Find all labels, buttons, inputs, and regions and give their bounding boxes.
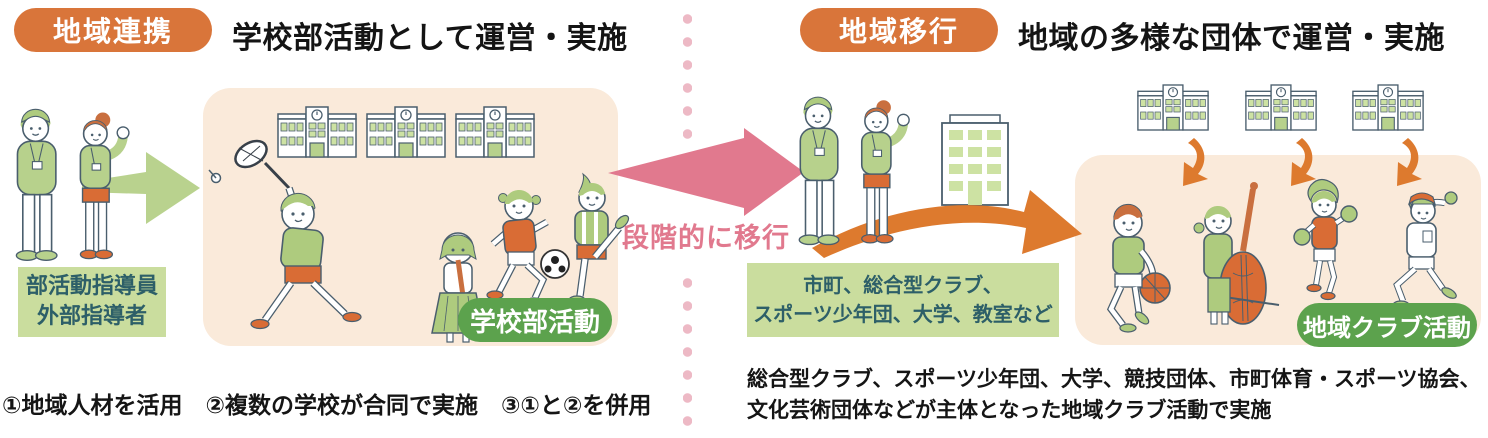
- leaders-label-line1: 部活動指導員: [25, 274, 158, 299]
- transition-arrow-pink-icon: [608, 128, 804, 216]
- community-kids-illustration: [1106, 178, 1458, 333]
- right-coaches-illustration: [793, 90, 918, 250]
- right-footnote: 総合型クラブ、スポーツ少年団、大学、競技団体、市町体育・スポーツ協会、 文化芸術…: [747, 364, 1481, 426]
- kid-badminton-illustration: [208, 139, 362, 330]
- right-footnote-line2: 文化芸術団体などが主体となった地域クラブ活動で実施: [747, 398, 1272, 422]
- organizations-label-box: 市町、総合型クラブ、 スポーツ少年団、大学、教室など: [747, 263, 1059, 337]
- dotted-divider-bottom: [683, 272, 692, 432]
- school-building-icon: [1352, 84, 1424, 131]
- kid-runner-illustration: [486, 189, 549, 307]
- school-activity-panel: 学校部活動: [203, 88, 630, 346]
- community-club-badge: 地域クラブ活動: [1297, 303, 1477, 347]
- kid-baseball-illustration: [1392, 191, 1458, 310]
- office-building-icon: [941, 114, 1009, 206]
- transfer-swoosh-arrow-icon: [812, 190, 1082, 258]
- down-arrow-orange-icon: [1183, 138, 1208, 186]
- kid-boxing-illustration: [1293, 178, 1358, 301]
- school-building-icon: [1245, 84, 1317, 131]
- organizations-label-line2: スポーツ少年団、大学、教室など: [753, 302, 1053, 326]
- right-footnote-line1: 総合型クラブ、スポーツ少年団、大学、競技団体、市町体育・スポーツ協会、: [747, 367, 1481, 391]
- left-coaches-illustration: [10, 102, 138, 266]
- right-arrow-green-icon: [82, 152, 200, 224]
- school-building-icon: [1137, 84, 1209, 131]
- left-heading: 学校部活動として運営・実施: [232, 21, 628, 56]
- organizations-label-line1: 市町、総合型クラブ、: [803, 273, 1003, 297]
- kid-bass-illustration: [1193, 182, 1280, 325]
- kid-basketball-illustration: [1106, 203, 1171, 333]
- right-badge: 地域移行: [800, 8, 998, 52]
- leaders-label-line2: 外部指導者: [36, 304, 147, 329]
- left-badge: 地域連携: [14, 8, 212, 52]
- school-activity-badge: 学校部活動: [458, 298, 612, 342]
- dotted-divider-top: [683, 8, 692, 148]
- right-heading: 地域の多様な団体で運営・実施: [1018, 21, 1445, 56]
- down-arrow-orange-icon: [1291, 138, 1316, 186]
- left-footnote: ①地域人材を活用 ②複数の学校が合同で実施 ③①と②を併用: [2, 393, 652, 419]
- down-arrow-orange-icon: [1397, 138, 1422, 186]
- transition-label: 段階的に移行: [622, 223, 790, 254]
- community-club-panel: 地域クラブ活動: [1075, 155, 1481, 347]
- leaders-label-box: 部活動指導員 外部指導者: [18, 267, 166, 337]
